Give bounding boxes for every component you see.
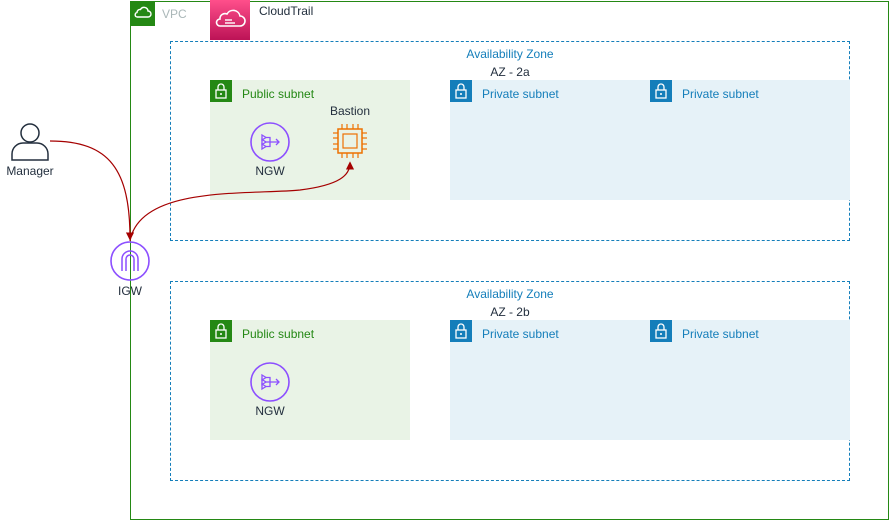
public-subnet-a-label: Public subnet	[242, 87, 315, 101]
public-subnet-b-label: Public subnet	[242, 327, 315, 341]
ngw-b-label: NGW	[255, 404, 285, 418]
cloudtrail-label: CloudTrail	[259, 4, 314, 18]
cloudtrail-icon	[210, 0, 250, 40]
private-subnet-a1: Private subnet	[450, 80, 650, 200]
lock-icon	[450, 320, 472, 342]
bastion-label: Bastion	[329, 104, 371, 118]
lock-icon	[450, 80, 472, 102]
az-a-name: AZ - 2a	[490, 65, 530, 79]
private-subnet-b2: Private subnet	[650, 320, 850, 440]
user-icon	[10, 121, 50, 161]
igw-label: IGW	[118, 284, 142, 298]
lock-icon	[650, 80, 672, 102]
lock-icon	[210, 320, 232, 342]
vpc-cloud-icon	[130, 1, 155, 26]
public-subnet-b: Public subnet	[210, 320, 410, 440]
lock-icon	[650, 320, 672, 342]
az-b-title: Availability Zone	[466, 287, 554, 301]
internet-gateway-icon	[110, 241, 150, 281]
private-subnet-b1-label: Private subnet	[482, 327, 559, 341]
az-a-title: Availability Zone	[466, 47, 554, 61]
nat-gateway-icon	[250, 122, 290, 162]
manager-to-igw-arrow	[49, 140, 135, 241]
vpc-container	[130, 1, 889, 520]
private-subnet-a2: Private subnet	[650, 80, 850, 200]
private-subnet-a1-label: Private subnet	[482, 87, 559, 101]
igw-to-bastion-arrow	[129, 161, 355, 242]
ec2-instance-icon	[330, 121, 370, 161]
public-subnet-a: Public subnet	[210, 80, 410, 200]
manager-label: Manager	[6, 164, 54, 178]
private-subnet-b1: Private subnet	[450, 320, 650, 440]
ngw-a-label: NGW	[255, 164, 285, 178]
az-b-name: AZ - 2b	[490, 305, 530, 319]
nat-gateway-icon	[250, 362, 290, 402]
private-subnet-a2-label: Private subnet	[682, 87, 759, 101]
vpc-label: VPC	[162, 7, 187, 21]
private-subnet-b2-label: Private subnet	[682, 327, 759, 341]
lock-icon	[210, 80, 232, 102]
